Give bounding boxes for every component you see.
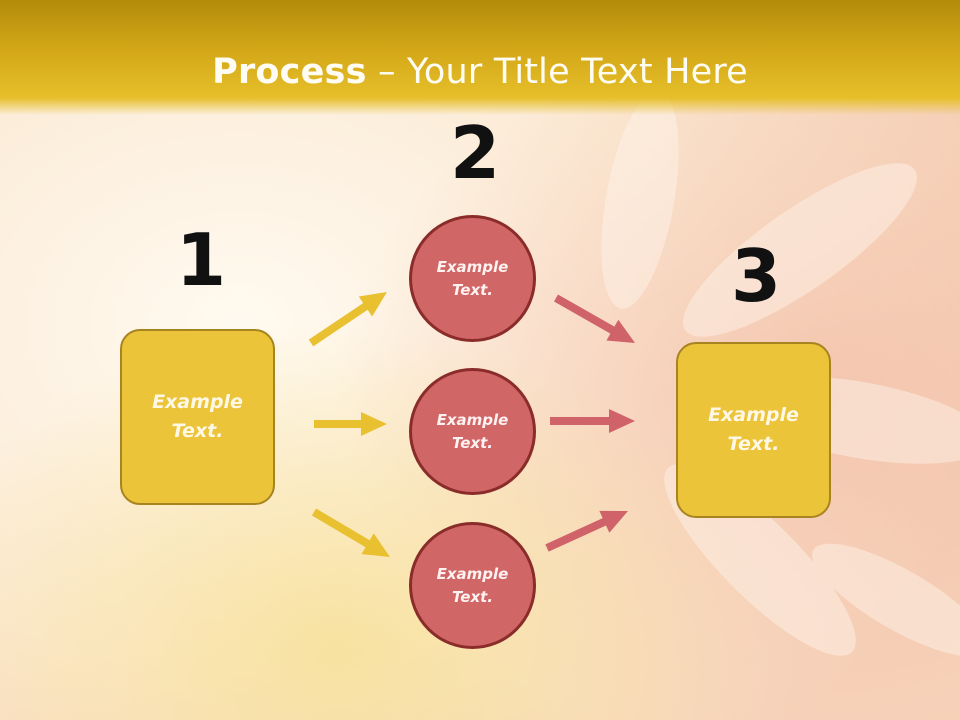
title-bar	[0, 0, 960, 115]
arrow-1-to-2-top	[308, 292, 387, 347]
step-number-3: 3	[731, 234, 782, 318]
step-number-1: 1	[176, 218, 227, 302]
step-1-text: Example Text.	[152, 391, 243, 442]
step-2-circle-middle[interactable]: Example Text.	[409, 368, 536, 495]
page-title: Process – Your Title Text Here	[0, 52, 960, 92]
step-2-circle-bottom[interactable]: Example Text.	[409, 522, 536, 649]
step-number-2: 2	[450, 111, 501, 195]
circle-bottom-text: Example Text.	[436, 564, 509, 606]
arrow-2-middle-to-3	[550, 409, 635, 433]
step-3-box[interactable]: Example Text.	[676, 342, 831, 518]
step-2-circle-top[interactable]: Example Text.	[409, 215, 536, 342]
step-1-box[interactable]: Example Text.	[120, 329, 275, 505]
circle-middle-text: Example Text.	[436, 410, 509, 452]
circle-top-text: Example Text.	[436, 257, 509, 299]
arrow-1-to-2-bottom	[311, 508, 390, 557]
title-rest: – Your Title Text Here	[366, 52, 748, 92]
title-bold: Process	[212, 52, 367, 92]
arrow-2-top-to-3	[554, 294, 635, 343]
arrow-1-to-2-middle	[314, 412, 387, 436]
arrow-2-bottom-to-3	[545, 510, 628, 552]
step-3-text: Example Text.	[708, 404, 799, 455]
